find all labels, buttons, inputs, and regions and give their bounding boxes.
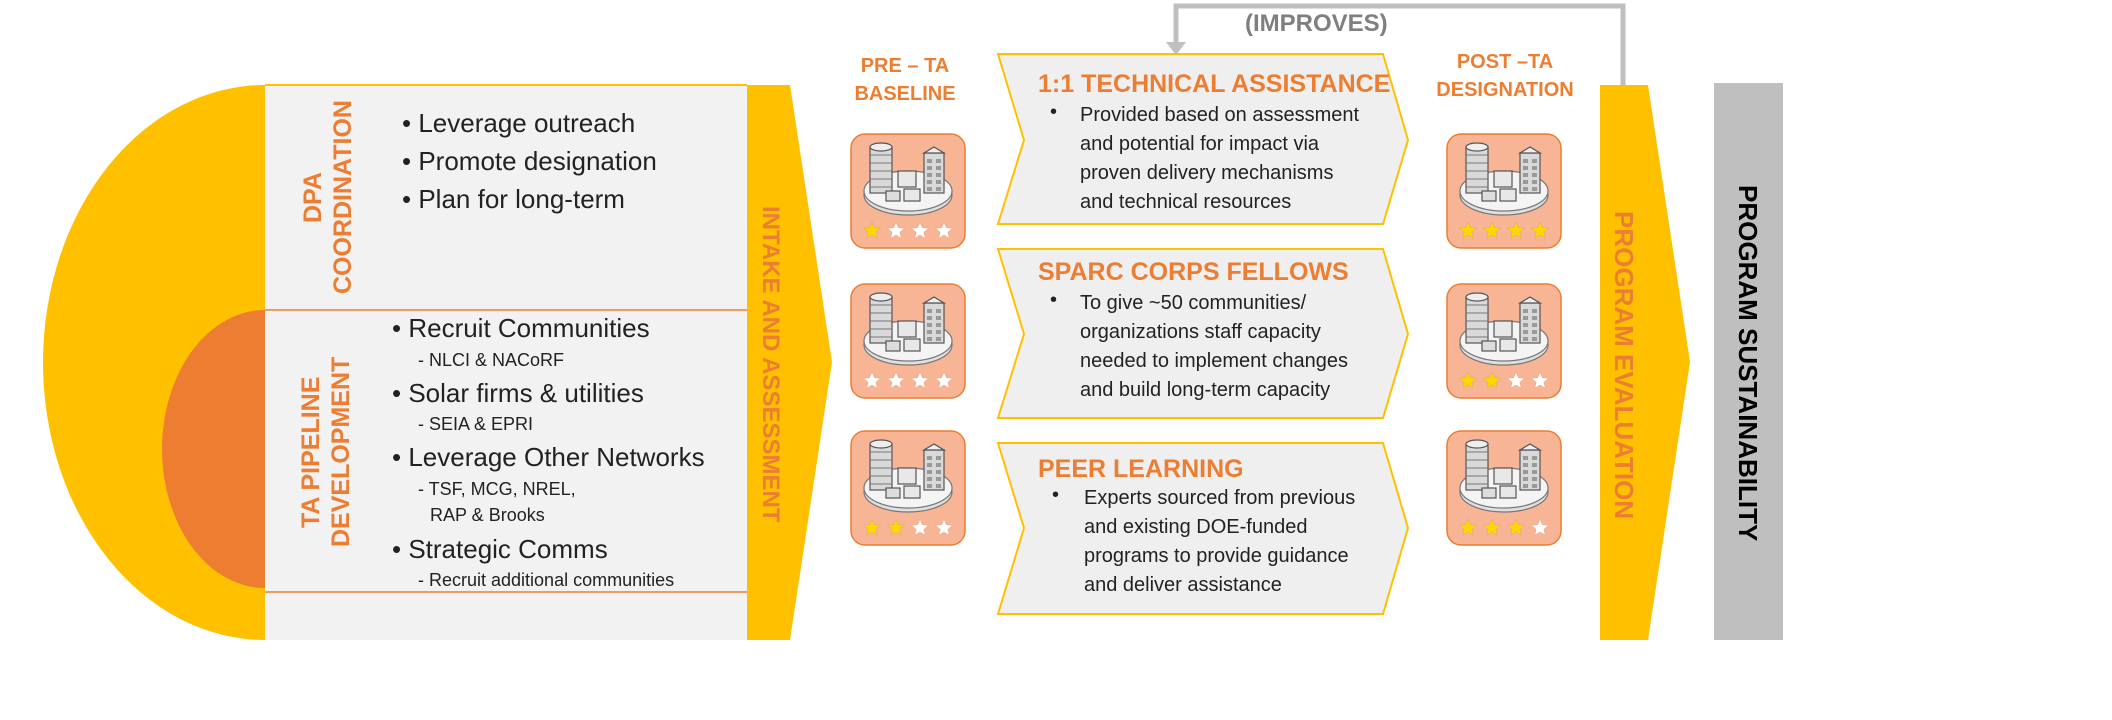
pre-ta-city-icon-1 (850, 133, 966, 254)
ta-sub-2: - SEIA & EPRI (418, 414, 534, 434)
pre-ta-city-icon-2 (850, 283, 966, 404)
sustainability-bar (1714, 83, 1783, 640)
program-sustainability-label: PROGRAM SUSTAINABILITY (1733, 184, 1763, 542)
chevron-title-2: SPARC CORPS FELLOWS (1038, 258, 1349, 286)
ta-bullet-3: • Leverage Other Networks (392, 442, 705, 472)
ta-bullet-1: • Recruit Communities (392, 313, 650, 343)
chevron-shape-1 (996, 53, 1410, 225)
improves-label: (IMPROVES) (1245, 10, 1388, 37)
intake-assessment-label: INTAKE AND ASSESSMENT (757, 205, 784, 523)
dpa-bullet-1: • Leverage outreach (402, 108, 636, 138)
post-ta-city-icon-1 (1446, 133, 1562, 254)
orange-semicircle (162, 310, 265, 588)
post-ta-header: POST –TA DESIGNATION (1436, 51, 1574, 101)
dpa-bullet-2: • Promote designation (402, 146, 657, 176)
ta-sub-4: - Recruit additional communities (418, 570, 675, 590)
ta-bullet-4: • Strategic Comms (392, 534, 608, 564)
intake-arrow (747, 85, 832, 640)
program-evaluation-label: PROGRAM EVALUATION (1609, 210, 1639, 520)
chevron-shape-3 (996, 442, 1410, 615)
dpa-bullet-3: • Plan for long-term (402, 184, 625, 214)
chevron-bullet-dot-2: • (1050, 289, 1058, 311)
chevron-bullet-dot-3: • (1052, 484, 1060, 506)
chevron-bullet-dot-1: • (1050, 101, 1058, 123)
post-ta-city-icon-2 (1446, 283, 1562, 404)
ta-sub-1: - NLCI & NACoRF (418, 350, 565, 370)
chevron-title-3: PEER LEARNING (1038, 455, 1244, 483)
improves-arrowhead (1166, 42, 1186, 55)
post-ta-city-icon-3 (1446, 430, 1562, 551)
chevron-shape-2 (996, 248, 1410, 419)
pre-ta-header: PRE – TA BASELINE (854, 55, 956, 105)
chevron-text-2: To give ~50 communities/organizations st… (1080, 292, 1348, 401)
pre-ta-city-icon-3 (850, 430, 966, 551)
evaluation-arrow (1600, 85, 1690, 640)
ta-sub-3a: - TSF, MCG, NREL, (418, 479, 576, 499)
dpa-coordination-label: DPA COORDINATION (299, 100, 357, 295)
chevron-title-1: 1:1 TECHNICAL ASSISTANCE (1038, 70, 1391, 98)
ta-pipeline-label: TA PIPELINE DEVELOPMENT (297, 356, 355, 548)
improves-arrow-line (1173, 3, 1626, 85)
ta-bullet-2: • Solar firms & utilities (392, 378, 644, 408)
ta-sub-3b: RAP & Brooks (430, 505, 545, 525)
left-content-panel (265, 85, 747, 640)
